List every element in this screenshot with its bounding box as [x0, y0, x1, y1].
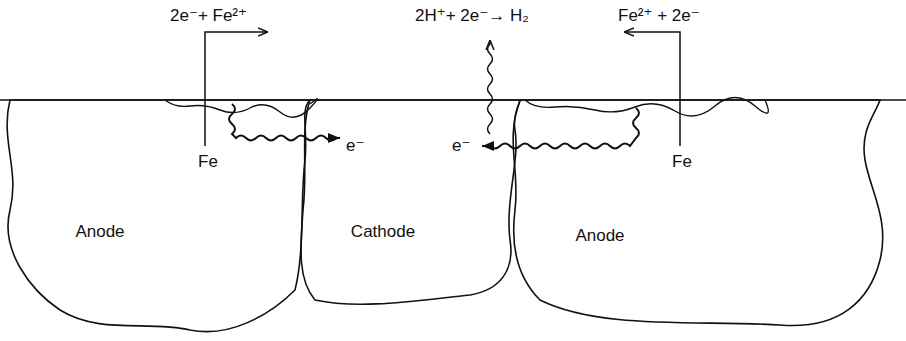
electron-label: e⁻: [452, 136, 470, 156]
grain-outline: [296, 96, 522, 311]
reaction-label: 2e⁻+ Fe²⁺: [170, 6, 247, 26]
reaction-label: 2H⁺+ 2e⁻→ H₂: [415, 6, 529, 26]
reaction-arrow: [205, 32, 268, 146]
grain-outline: [504, 96, 894, 336]
reaction-arrow: [624, 32, 680, 146]
element-label: Fe: [672, 152, 692, 172]
grain-boundary: [513, 100, 883, 326]
anode-region: Anode: [504, 96, 894, 336]
electron-flow-arrow: [229, 104, 340, 141]
grain-outline: [0, 96, 312, 341]
anode-region: Anode: [0, 96, 312, 341]
cathode-region: Cathode: [296, 96, 522, 311]
grain-boundary: [301, 100, 520, 304]
reaction-label: Fe²⁺ + 2e⁻: [618, 6, 700, 26]
electron-label: e⁻: [346, 136, 364, 156]
element-label: Fe: [198, 152, 218, 172]
region-name: Cathode: [351, 222, 415, 242]
hydrogen-arrow: [488, 40, 493, 134]
corroded-surface: [165, 99, 318, 117]
region-name: Anode: [575, 226, 624, 246]
grain-boundary: [7, 100, 310, 332]
region-name: Anode: [75, 222, 124, 242]
electron-flow-arrow: [482, 108, 639, 149]
